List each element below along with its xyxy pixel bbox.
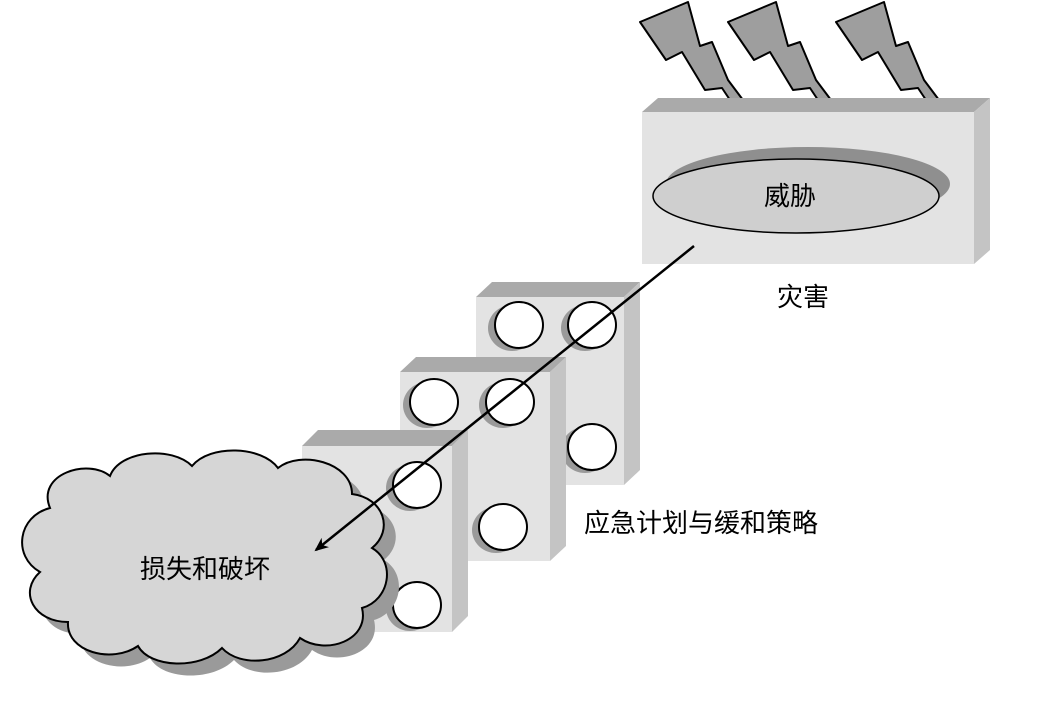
lightning-bolt-icon: [727, 1, 835, 107]
brick-stud: [386, 461, 442, 511]
brick-stud: [386, 581, 442, 631]
brick-stud: [488, 301, 544, 351]
brick-stud: [479, 378, 535, 428]
brick-stud: [561, 423, 617, 473]
loss-cloud-shape: [21, 449, 388, 665]
loss-label: 损失和破坏: [140, 555, 270, 585]
loss-cloud: 损失和破坏: [21, 449, 399, 676]
brick-stud: [403, 378, 459, 428]
brick-stud: [472, 503, 528, 553]
brick-top: [302, 430, 468, 446]
brick-top: [400, 357, 566, 372]
brick-side: [452, 430, 468, 632]
threat-label: 威胁: [764, 182, 816, 212]
threat-ellipse: [652, 158, 940, 234]
disaster-block: 威胁: [642, 98, 990, 264]
disaster-block-top: [642, 98, 990, 112]
brick-side: [550, 357, 566, 561]
brick-side: [624, 282, 640, 485]
threat-path-arrow: [314, 245, 695, 552]
lightning-bolt-icon: [639, 1, 747, 107]
brick-top: [476, 282, 640, 297]
disaster-label: 灾害: [777, 283, 829, 313]
lightning-bolt-icon: [835, 1, 943, 107]
lightning-bolts: [639, 1, 943, 107]
plan-label: 应急计划与缓和策略: [584, 509, 818, 539]
disaster-block-side: [974, 98, 990, 264]
